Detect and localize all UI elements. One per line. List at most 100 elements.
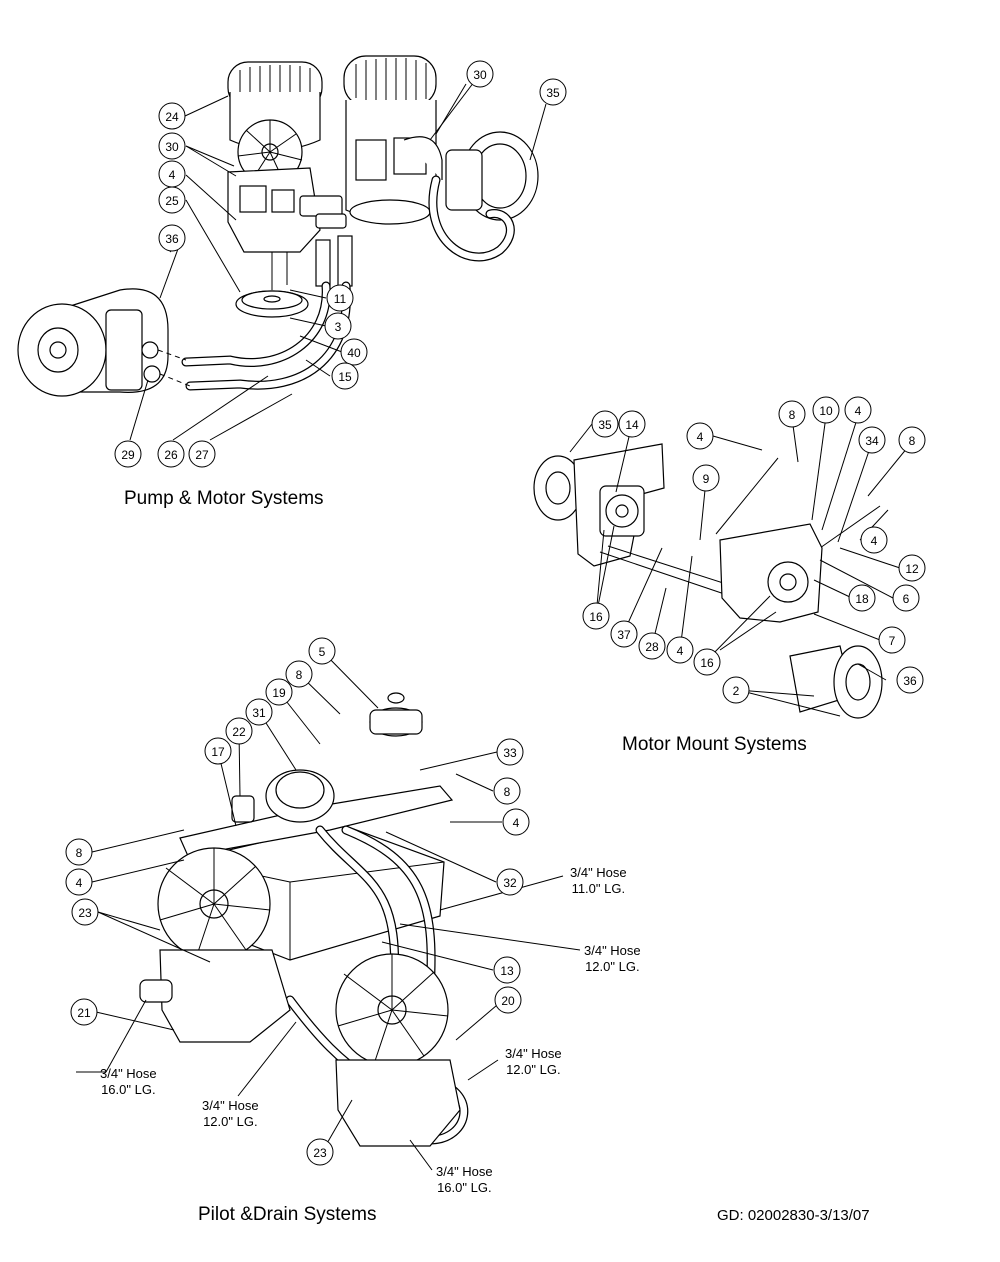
callout-number: 24: [165, 110, 179, 124]
callout-bubble: 2: [722, 676, 750, 704]
callout-circle: [878, 626, 906, 654]
callout-circle: [188, 440, 216, 468]
callout-bubble: 30: [466, 60, 494, 88]
callout-circle: [340, 338, 368, 366]
callout-bubble: 25: [158, 186, 186, 214]
callout-number: 8: [76, 846, 83, 860]
callout-bubble: 13: [493, 956, 521, 984]
callout-circle: [844, 396, 872, 424]
callout-bubble: 31: [245, 698, 273, 726]
callout-number: 2: [733, 684, 740, 698]
callout-number: 22: [232, 725, 246, 739]
callout-number: 30: [473, 68, 487, 82]
callout-number: 27: [195, 448, 209, 462]
callout-circle: [245, 698, 273, 726]
callout-number: 17: [211, 745, 225, 759]
callout-bubble: 15: [331, 362, 359, 390]
callout-bubble: 4: [686, 422, 714, 450]
callout-number: 23: [313, 1146, 327, 1160]
callout-number: 35: [546, 86, 560, 100]
callout-circle: [466, 60, 494, 88]
callout-number: 9: [703, 472, 710, 486]
callout-number: 4: [76, 876, 83, 890]
callout-circle: [493, 956, 521, 984]
callout-bubble: 34: [858, 426, 886, 454]
callout-number: 3: [335, 320, 342, 334]
callout-circle: [686, 422, 714, 450]
callout-circle: [65, 838, 93, 866]
callout-circle: [65, 868, 93, 896]
callout-number: 12: [905, 562, 919, 576]
callout-number: 16: [589, 610, 603, 624]
callout-circle: [494, 986, 522, 1014]
callout-circle: [858, 426, 886, 454]
callout-circle: [308, 637, 336, 665]
callout-number: 36: [165, 232, 179, 246]
callout-bubble: 37: [610, 620, 638, 648]
callout-number: 40: [347, 346, 361, 360]
callout-number: 4: [855, 404, 862, 418]
callout-circle: [812, 396, 840, 424]
callout-bubble: 35: [539, 78, 567, 106]
callout-circle: [71, 898, 99, 926]
callout-bubble: 8: [493, 777, 521, 805]
callout-circle: [326, 284, 354, 312]
callout-circle: [722, 676, 750, 704]
callout-circle: [848, 584, 876, 612]
callout-bubble: 17: [204, 737, 232, 765]
callout-number: 16: [700, 656, 714, 670]
callout-number: 23: [78, 906, 92, 920]
callout-circle: [496, 738, 524, 766]
callout-bubble: 20: [494, 986, 522, 1014]
callout-circle: [225, 717, 253, 745]
callout-number: 18: [855, 592, 869, 606]
callout-bubble: 16: [693, 648, 721, 676]
pilot-drain-systems-title: Pilot &Drain Systems: [198, 1204, 377, 1225]
callout-circle: [618, 410, 646, 438]
callout-circle: [493, 777, 521, 805]
callout-bubble: 10: [812, 396, 840, 424]
callout-circle: [898, 426, 926, 454]
callout-bubble: 7: [878, 626, 906, 654]
callout-number: 11: [334, 292, 347, 306]
callout-circle: [324, 312, 352, 340]
callout-bubble: 8: [65, 838, 93, 866]
callout-circle: [638, 632, 666, 660]
callout-number: 32: [503, 876, 517, 890]
callout-bubble: 23: [71, 898, 99, 926]
callout-bubble: 4: [666, 636, 694, 664]
callout-number: 4: [169, 168, 176, 182]
callout-bubble: 19: [265, 678, 293, 706]
callout-number: 4: [697, 430, 704, 444]
callout-bubble: 30: [158, 132, 186, 160]
callout-bubble: 27: [188, 440, 216, 468]
callout-number: 8: [504, 785, 511, 799]
callout-number: 10: [819, 404, 833, 418]
callout-bubble: 29: [114, 440, 142, 468]
callout-circle: [591, 410, 619, 438]
callout-bubble: 22: [225, 717, 253, 745]
callout-circle: [666, 636, 694, 664]
callout-bubble: 16: [582, 602, 610, 630]
callout-bubble: 36: [896, 666, 924, 694]
callout-number: 14: [625, 418, 639, 432]
callout-circle: [285, 660, 313, 688]
callout-number: 34: [865, 434, 879, 448]
callout-number: 29: [121, 448, 135, 462]
callout-number: 33: [503, 746, 517, 760]
callout-number: 37: [617, 628, 631, 642]
callout-circle: [860, 526, 888, 554]
callout-bubble: 4: [65, 868, 93, 896]
callout-number: 15: [338, 370, 352, 384]
callout-circle: [70, 998, 98, 1026]
callout-circle: [114, 440, 142, 468]
callout-bubble: 36: [158, 224, 186, 252]
callout-number: 8: [909, 434, 916, 448]
callout-number: 36: [903, 674, 917, 688]
callout-bubble: 35: [591, 410, 619, 438]
callout-circle: [610, 620, 638, 648]
callout-bubble: 4: [860, 526, 888, 554]
